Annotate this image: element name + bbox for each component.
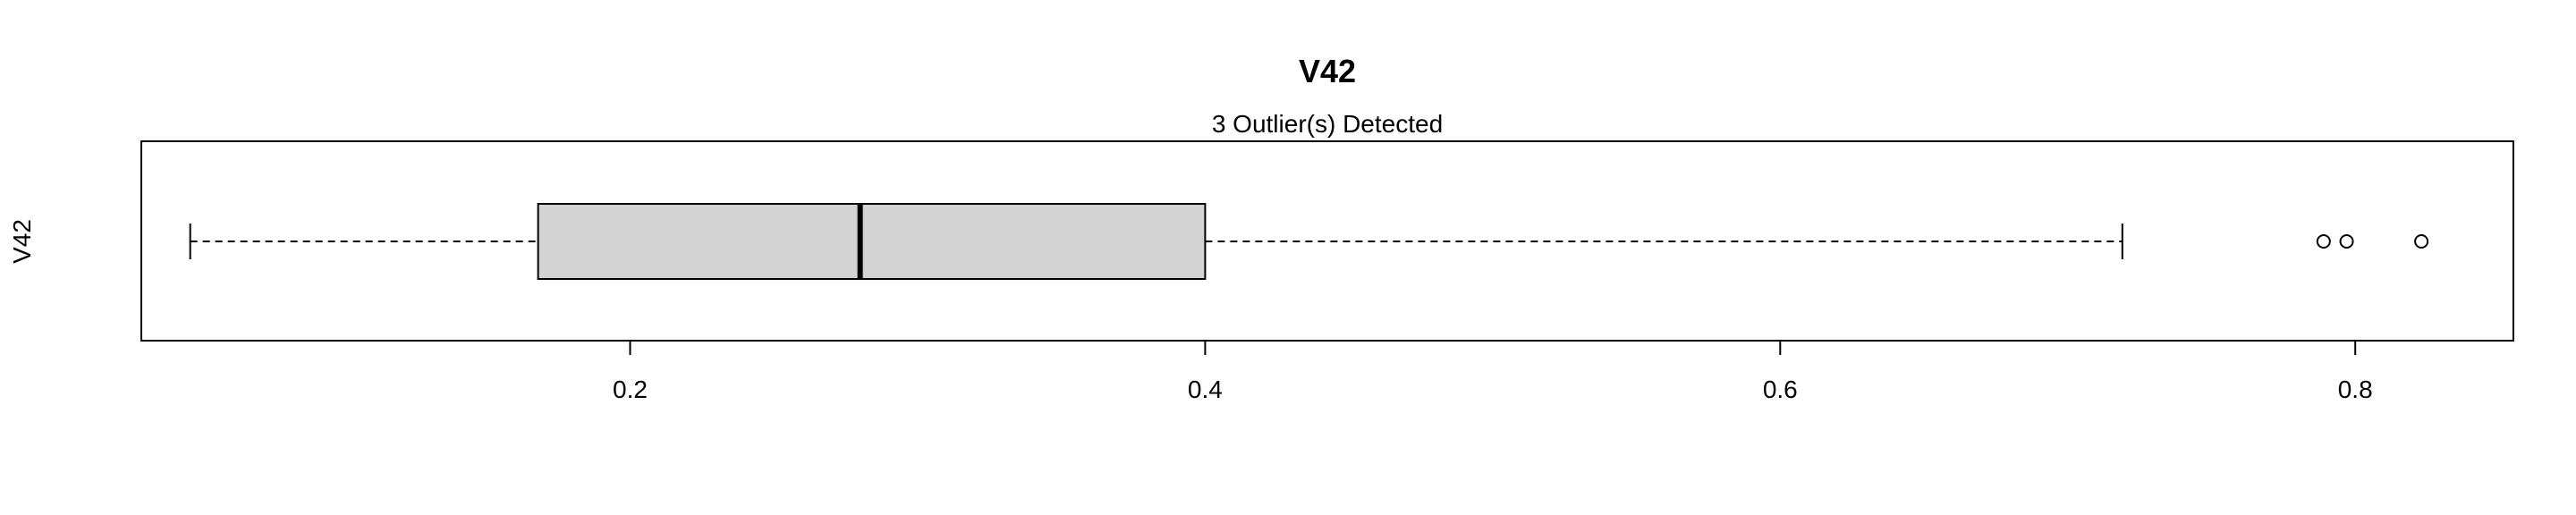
- outlier-point: [2414, 234, 2429, 249]
- chart-subtitle: 3 Outlier(s) Detected: [1212, 110, 1443, 138]
- x-tick-label: 0.4: [1188, 376, 1223, 403]
- x-tick-label: 0.2: [613, 376, 648, 403]
- y-axis-label: V42: [8, 219, 36, 264]
- plot-frame: [140, 140, 2514, 342]
- outlier-point: [2339, 234, 2354, 249]
- x-tick-label: 0.6: [1763, 376, 1798, 403]
- outlier-point: [2316, 234, 2331, 249]
- x-tick-label: 0.8: [2338, 376, 2373, 403]
- iqr-box: [537, 203, 1207, 280]
- chart-title: V42: [1299, 53, 1356, 89]
